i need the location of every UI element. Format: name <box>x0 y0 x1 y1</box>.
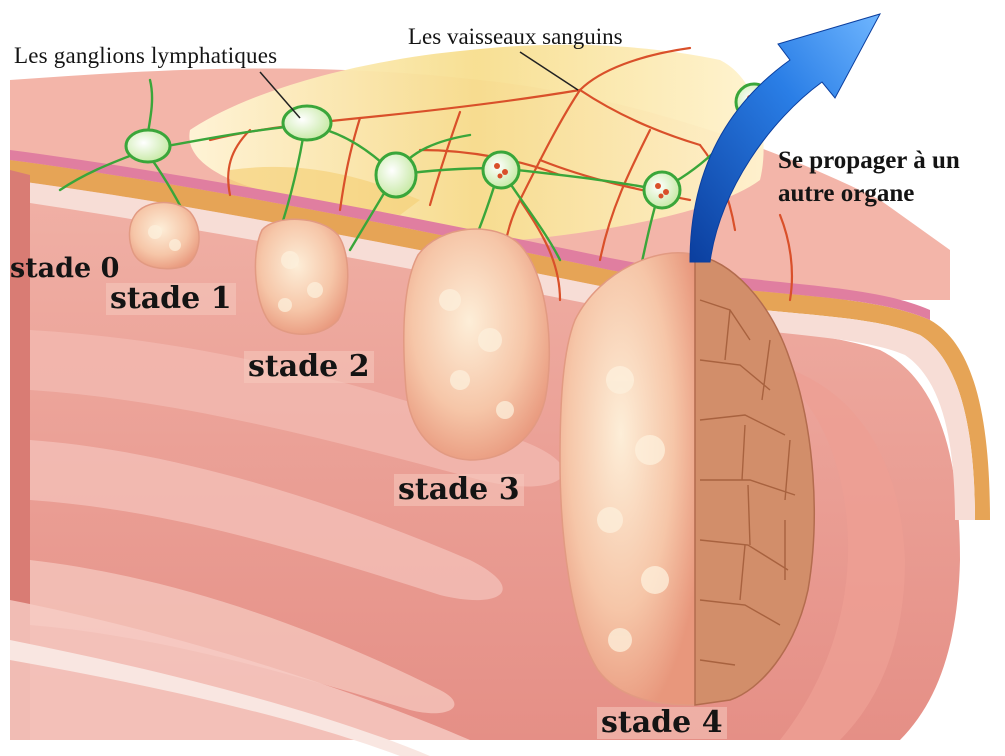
lymph-node-invaded <box>644 172 680 208</box>
label-spread-line-2: autre organe <box>778 177 960 210</box>
label-spread-to-organ: Se propager à un autre organe <box>778 144 960 210</box>
lymph-node-invaded <box>483 152 519 188</box>
lymph-node <box>376 153 416 197</box>
label-stade-1: stade 1 <box>106 283 236 315</box>
lymph-node <box>283 106 331 140</box>
tumor-stade-2 <box>255 219 347 334</box>
tumor-stade-3 <box>404 229 550 460</box>
label-stade-0: stade 0 <box>10 255 119 283</box>
lymph-node <box>126 130 170 162</box>
label-stade-2: stade 2 <box>244 351 374 383</box>
label-spread-line-1: Se propager à un <box>778 144 960 177</box>
label-lymph-nodes: Les ganglions lymphatiques <box>14 44 277 68</box>
label-stade-4: stade 4 <box>597 707 727 739</box>
tumor-stade-1 <box>129 203 199 269</box>
label-stade-3: stade 3 <box>394 474 524 506</box>
label-blood-vessels: Les vaisseaux sanguins <box>408 25 623 49</box>
